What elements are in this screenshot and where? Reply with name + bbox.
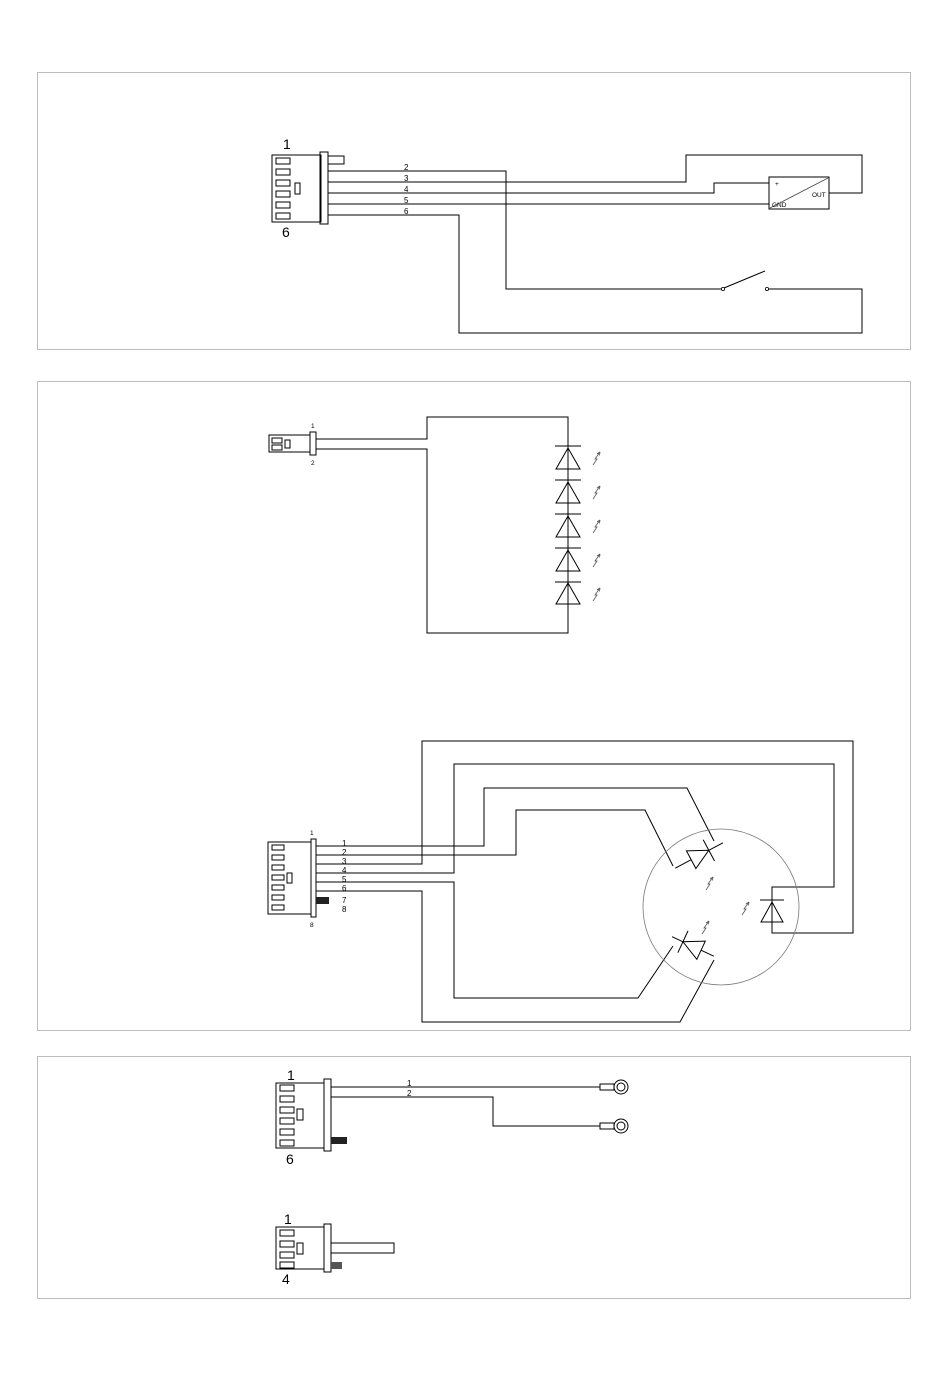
led-ring-top <box>670 832 729 879</box>
wire-6 <box>316 891 714 1022</box>
led-5 <box>555 582 600 604</box>
connector-pin-last-label: 6 <box>286 1151 294 1167</box>
wire-1 <box>316 788 714 846</box>
wire-label-2: 2 <box>404 163 409 172</box>
connector-pin-last-label: 4 <box>282 1271 290 1287</box>
wire-2 <box>316 449 568 633</box>
wire-label-2: 2 <box>407 1089 412 1098</box>
sensor-out-label: OUT <box>812 192 826 199</box>
led-chain <box>555 446 600 604</box>
wire-2 <box>316 810 673 866</box>
led-ring-right <box>742 900 784 922</box>
connector-pin-last-label: 8 <box>310 922 314 929</box>
led-3 <box>555 514 600 548</box>
connector-pin-last-label: 6 <box>282 224 290 240</box>
wire-label-1: 1 <box>407 1079 412 1088</box>
sensor-module: + OUT GND <box>769 177 829 209</box>
wire-1 <box>316 417 568 446</box>
diagram-4-ring-terminals: 1 6 1 2 <box>276 1067 628 1167</box>
diagram-3-led-ring: 1 8 1 2 3 4 5 6 7 8 <box>268 741 853 1022</box>
ring-terminal-2 <box>600 1119 628 1133</box>
connector-6-pin <box>276 1079 347 1151</box>
connector-pin-first-label: 1 <box>310 830 314 837</box>
connector-pin-first-label: 1 <box>283 136 291 152</box>
led-1 <box>555 446 600 480</box>
wire-label-2: 2 <box>342 848 347 857</box>
connector-pin-first-label: 1 <box>287 1067 295 1083</box>
sensor-gnd-label: GND <box>772 202 787 209</box>
connector-pin-first-label: 1 <box>311 423 315 430</box>
wire-label-3: 3 <box>342 857 347 866</box>
diagram-2-led-string: 1 2 <box>269 417 600 633</box>
wire-2 <box>331 1097 600 1126</box>
wire-label-6: 6 <box>404 207 409 216</box>
wire-label-5: 5 <box>404 196 409 205</box>
connector-pin-last-label: 2 <box>311 460 315 467</box>
wire-label-4: 4 <box>342 866 347 875</box>
wire-label-1: 1 <box>342 839 347 848</box>
wire-label-6: 6 <box>342 884 347 893</box>
led-2 <box>555 480 600 514</box>
connector-2-pin <box>269 432 316 455</box>
wire-label-8: 8 <box>342 905 347 914</box>
diagram-1-sensor-switch: 1 6 2 3 4 5 6 + OUT GND <box>272 136 862 333</box>
diagram-5-cable-stub: 1 4 <box>276 1211 394 1287</box>
wire-4 <box>316 764 834 900</box>
connector-6-pin <box>272 152 344 224</box>
led-ring-bottom <box>667 926 719 967</box>
wire-2 <box>328 171 723 289</box>
led-4 <box>555 548 600 582</box>
wire-4 <box>328 183 769 193</box>
switch-symbol <box>721 271 768 291</box>
wire-label-4: 4 <box>404 185 409 194</box>
wire-label-7: 7 <box>342 896 347 905</box>
sensor-plus-label: + <box>775 181 779 188</box>
wire-5 <box>316 882 673 998</box>
wire-label-3: 3 <box>404 174 409 183</box>
wire-6 <box>328 215 862 333</box>
connector-8-pin <box>268 839 329 917</box>
connector-pin-first-label: 1 <box>284 1211 292 1227</box>
wire-label-5: 5 <box>342 875 347 884</box>
ring-terminal-1 <box>600 1080 628 1094</box>
connector-4-pin <box>276 1224 394 1272</box>
